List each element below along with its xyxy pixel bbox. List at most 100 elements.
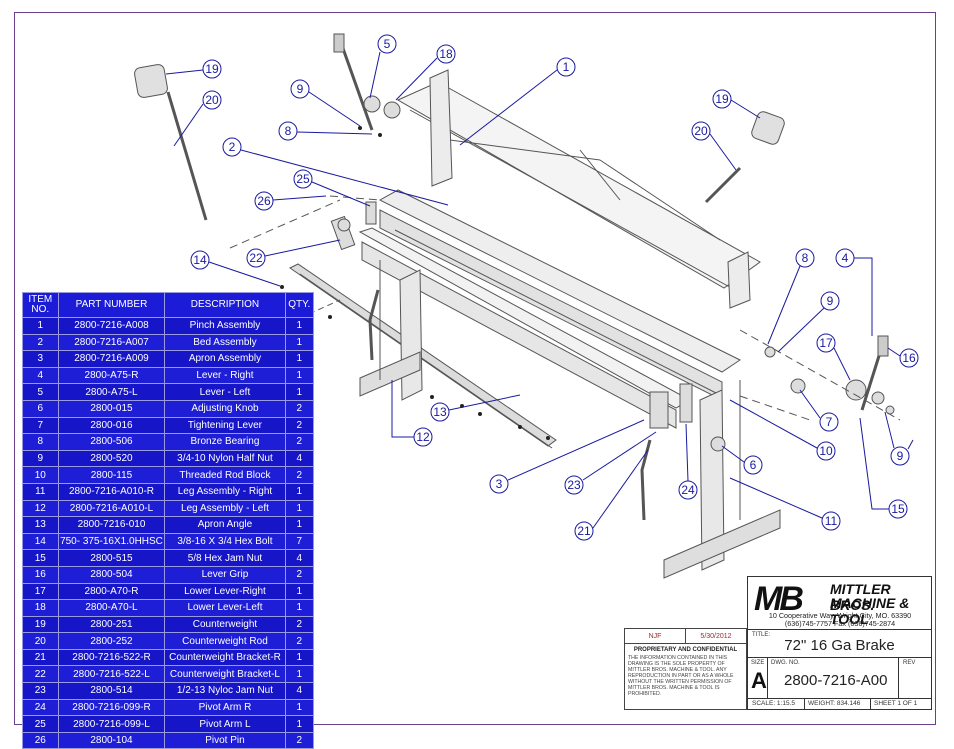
- divider: [898, 658, 899, 698]
- callout-22: 22: [246, 239, 341, 268]
- counterweight-rod-right: [704, 166, 742, 204]
- cell-qty: 1: [284, 648, 315, 667]
- cell-description: 3/8-16 X 3/4 Hex Bolt: [164, 532, 286, 551]
- cell-qty: 4: [284, 549, 315, 567]
- cell-qty: 2: [284, 615, 315, 634]
- bed-assembly: [378, 189, 741, 373]
- callout-6: 6: [721, 445, 763, 475]
- cell-description: Lever - Left: [164, 383, 286, 401]
- cell-part-number: 2800-251: [57, 615, 166, 634]
- cell-description: Pinch Assembly: [164, 317, 286, 335]
- cell-part-number: 2800-514: [57, 682, 166, 700]
- cell-item: 5: [22, 383, 59, 401]
- cell-item: 1: [22, 317, 59, 335]
- cell-description: Counterweight: [164, 615, 286, 634]
- svg-text:5: 5: [384, 37, 391, 51]
- callout-9a: 9: [290, 79, 361, 127]
- cell-part-number: 2800-016: [57, 416, 166, 435]
- svg-text:20: 20: [694, 124, 708, 138]
- cell-item: 11: [22, 482, 59, 501]
- svg-text:19: 19: [205, 62, 219, 76]
- divider: [870, 698, 871, 710]
- company-phone: (636)745-7757 Fax (636)745-2874: [784, 619, 896, 628]
- header-part-number: PART NUMBER: [57, 292, 166, 318]
- cell-qty: 1: [284, 582, 315, 601]
- callout-8a: 8: [278, 121, 373, 141]
- header-description: DESCRIPTION: [164, 292, 286, 318]
- proprietary-block: NJF 5/30/2012 PROPRIETARY AND CONFIDENTI…: [624, 628, 747, 710]
- cell-item: 26: [22, 731, 59, 749]
- callout-24: 24: [678, 423, 698, 500]
- svg-text:17: 17: [819, 336, 833, 350]
- cell-part-number: 750- 375-16X1.0HHSC: [57, 532, 166, 551]
- callout-25: 25: [293, 169, 371, 207]
- svg-text:19: 19: [715, 92, 729, 106]
- cell-part-number: 2800-520: [57, 449, 166, 468]
- callout-18: 18: [395, 44, 456, 101]
- size-dwg-row: SIZE A DWG. NO. 2800-7216-A00 REV: [748, 657, 931, 699]
- cell-part-number: 2800-104: [57, 731, 166, 749]
- cell-description: Leg Assembly - Left: [164, 499, 286, 518]
- cell-item: 24: [22, 698, 59, 717]
- callout-10: 10: [729, 399, 836, 461]
- svg-text:14: 14: [193, 253, 207, 267]
- counterweight-rod-left: [166, 91, 208, 221]
- callout-9b: 9: [777, 291, 840, 353]
- svg-text:8: 8: [802, 251, 809, 265]
- cell-part-number: 2800-7216-A009: [57, 350, 166, 368]
- pinch-end-plate-right: [727, 251, 751, 309]
- svg-text:9: 9: [827, 294, 834, 308]
- cell-item: 25: [22, 715, 59, 733]
- cell-item: 8: [22, 433, 59, 451]
- cell-description: 5/8 Hex Jam Nut: [164, 549, 286, 567]
- callout-8b: 8: [767, 248, 815, 345]
- callout-9c: 9: [884, 411, 914, 466]
- callout-20b: 20: [691, 121, 737, 171]
- company-name-line1: MITTLER BROS.: [830, 581, 891, 613]
- cell-item: 23: [22, 682, 59, 700]
- title-label: TITLE:: [752, 632, 771, 638]
- cell-part-number: 2800-7216-522-R: [57, 648, 166, 667]
- svg-text:22: 22: [249, 251, 263, 265]
- svg-text:9: 9: [897, 449, 904, 463]
- svg-text:9: 9: [297, 82, 304, 96]
- cell-description: Bronze Bearing: [164, 433, 286, 451]
- cell-qty: 2: [284, 731, 315, 749]
- parts-table-header: ITEM NO. PART NUMBER DESCRIPTION QTY.: [22, 292, 315, 318]
- cell-description: Bed Assembly: [164, 333, 286, 352]
- cell-part-number: 2800-7216-010: [57, 516, 166, 534]
- cell-item: 4: [22, 366, 59, 385]
- cell-item: 3: [22, 350, 59, 368]
- cell-description: Pivot Pin: [164, 731, 286, 749]
- svg-text:3: 3: [496, 477, 503, 491]
- cell-item: 10: [22, 466, 59, 484]
- counterweight-left: [134, 64, 168, 98]
- cell-qty: 2: [284, 565, 315, 584]
- cell-qty: 1: [284, 516, 315, 534]
- cell-part-number: 2800-A75-L: [57, 383, 166, 401]
- leg-left: [399, 269, 423, 401]
- cell-qty: 1: [284, 366, 315, 385]
- cell-part-number: 2800-7216-522-L: [57, 665, 166, 684]
- cell-description: Counterweight Rod: [164, 632, 286, 650]
- callout-23: 23: [564, 431, 657, 495]
- size-label: SIZE: [751, 660, 765, 666]
- cell-description: Pivot Arm L: [164, 715, 286, 733]
- cell-description: Leg Assembly - Right: [164, 482, 286, 501]
- dwg-no-label: DWG. NO.: [771, 660, 800, 666]
- cell-description: 1/2-13 Nyloc Jam Nut: [164, 682, 286, 700]
- cell-description: Counterweight Bracket-L: [164, 665, 286, 684]
- cell-description: Lever Grip: [164, 565, 286, 584]
- svg-text:20: 20: [205, 93, 219, 107]
- cell-qty: 2: [284, 433, 315, 451]
- drawing-weight: WEIGHT: 834.146: [808, 700, 861, 707]
- callout-2: 2: [222, 137, 449, 206]
- pinch-end-plate-left: [429, 69, 453, 187]
